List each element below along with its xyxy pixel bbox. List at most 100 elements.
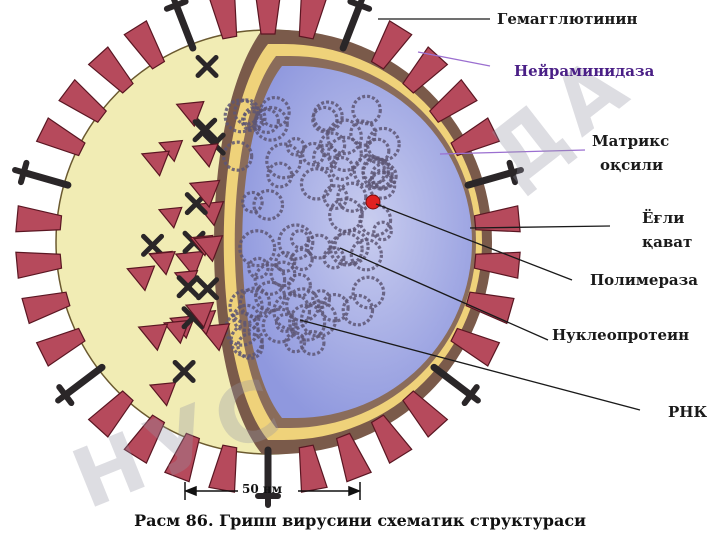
neuraminidase-top-view: [195, 54, 219, 78]
nucleoprotein-coil: [247, 256, 270, 280]
hemagglutinin-spike: [123, 20, 166, 70]
neuraminidase-spike: [464, 169, 514, 189]
leader-rna: [299, 319, 641, 411]
nucleoprotein-coil: [274, 312, 296, 334]
leader-nucleoprotein: [339, 247, 549, 341]
hemagglutinin-spike: [87, 46, 134, 94]
nucleoprotein-coil: [351, 275, 386, 310]
leader-lipid: [469, 225, 611, 229]
hemagglutinin-spike: [35, 117, 86, 157]
nucleoprotein-coil: [252, 189, 285, 221]
scale-bar: [183, 482, 362, 500]
hemagglutinin-spike: [15, 251, 63, 279]
scale-bar-label: 50 нм: [242, 482, 283, 496]
neuraminidase-top-view: [141, 233, 165, 257]
hemagglutinin-top-view: [192, 235, 224, 263]
hemagglutinin-spike: [370, 20, 413, 70]
neuraminidase-head: [255, 493, 281, 508]
hemagglutinin-top-view: [126, 265, 156, 292]
nucleoprotein-coil: [238, 229, 277, 268]
hemagglutinin-top-view: [157, 206, 183, 230]
hemagglutinin-top-view: [148, 381, 177, 407]
hemagglutinin-spike: [370, 414, 413, 464]
neuraminidase-head: [461, 384, 481, 407]
hemagglutinin-spike: [450, 117, 501, 157]
nucleoprotein-coil: [228, 288, 264, 325]
nucleoprotein-coil: [372, 220, 393, 242]
neuraminidase-head: [506, 159, 524, 186]
hemagglutinin-spike: [298, 0, 327, 40]
neuraminidase-head: [12, 159, 30, 186]
nucleoprotein-coil: [284, 331, 307, 354]
label-polymerase: Полимераза: [590, 271, 698, 289]
surface-spikes: [12, 0, 524, 508]
nucleoprotein-coil: [352, 154, 387, 188]
leader-lines: [299, 18, 641, 411]
label-matrix-line2: оқсили: [600, 156, 664, 174]
nucleoprotein-coil: [265, 142, 303, 180]
hemagglutinin-spike: [15, 205, 63, 233]
nucleoprotein-coil: [233, 98, 261, 126]
nucleoprotein-coil: [300, 300, 338, 338]
nucleoprotein-coil: [254, 280, 287, 313]
polymerase-complex: [365, 194, 381, 210]
nucleoprotein-coil: [222, 140, 254, 172]
hemagglutinin-top-view: [184, 301, 215, 329]
hemagglutinin-spike: [208, 444, 238, 493]
neuraminidase-spike: [430, 363, 473, 398]
nucleoprotein-coil: [329, 231, 364, 267]
label-hemagglutinin: Гемагглютинин: [497, 10, 638, 28]
figure-caption: Расм 86. Грипп вирусини схематик структу…: [134, 511, 586, 530]
nucleoprotein-coil: [241, 190, 264, 214]
nucleoprotein-coil: [322, 184, 349, 211]
nucleoprotein-coil: [253, 105, 289, 142]
neuraminidase-spike: [173, 3, 197, 52]
hemagglutinin-spike: [402, 390, 449, 438]
leader-neuraminidase: [417, 51, 491, 67]
nucleoprotein-coil: [288, 303, 327, 342]
hemagglutinin-spike: [255, 0, 281, 35]
hemagglutinin-spike: [87, 390, 134, 438]
hemagglutinin-spike: [402, 46, 449, 94]
hemagglutinin-spike: [123, 414, 166, 464]
nucleoprotein-coil: [277, 223, 315, 261]
cross-section: [213, 30, 492, 454]
hemagglutinin-spike: [35, 327, 86, 367]
nucleoprotein-coil: [312, 100, 344, 133]
nucleoprotein-coil: [300, 141, 326, 167]
surface-face-proteins: [126, 54, 231, 407]
hemagglutinin-top-view: [188, 179, 221, 209]
hemagglutinin-spike: [428, 78, 478, 124]
hemagglutinin-spike: [163, 432, 201, 483]
label-rna: РНК: [668, 403, 708, 421]
label-lipid-line1: Ёғли: [642, 209, 685, 227]
hemagglutinin-spike: [21, 291, 71, 325]
nucleoprotein-coil: [305, 233, 332, 260]
nucleoprotein-coil: [261, 307, 298, 344]
hemagglutinin-top-view: [140, 150, 171, 177]
nucleoprotein-coil: [349, 238, 384, 272]
nucleoprotein-coil: [349, 119, 377, 147]
nucleoprotein-coil: [351, 94, 382, 126]
nucleoprotein-coil: [269, 260, 297, 288]
nucleoprotein-coil: [299, 329, 326, 356]
hemagglutinin-spike: [473, 251, 521, 279]
nucleoprotein-coil: [299, 167, 334, 201]
neuraminidase-top-view: [196, 277, 220, 301]
hemagglutinin-spike: [450, 327, 501, 367]
nucleoprotein-coil: [336, 181, 368, 213]
hemagglutinin-top-view: [148, 250, 176, 276]
hemagglutinin-top-view: [175, 100, 205, 128]
nucleoprotein-coil: [341, 293, 375, 327]
label-neuraminidase: Нейраминидаза: [514, 62, 655, 80]
nucleoprotein-coil: [364, 137, 391, 164]
hemagglutinin-spike: [298, 444, 328, 493]
hemagglutinin-top-view: [137, 323, 169, 352]
neuraminidase-spike: [22, 169, 72, 189]
label-nucleoprotein: Нуклеопротеин: [552, 326, 690, 344]
neuraminidase-head: [163, 0, 189, 12]
neuraminidase-top-view: [192, 119, 216, 143]
nucleoprotein-coil: [326, 135, 363, 172]
